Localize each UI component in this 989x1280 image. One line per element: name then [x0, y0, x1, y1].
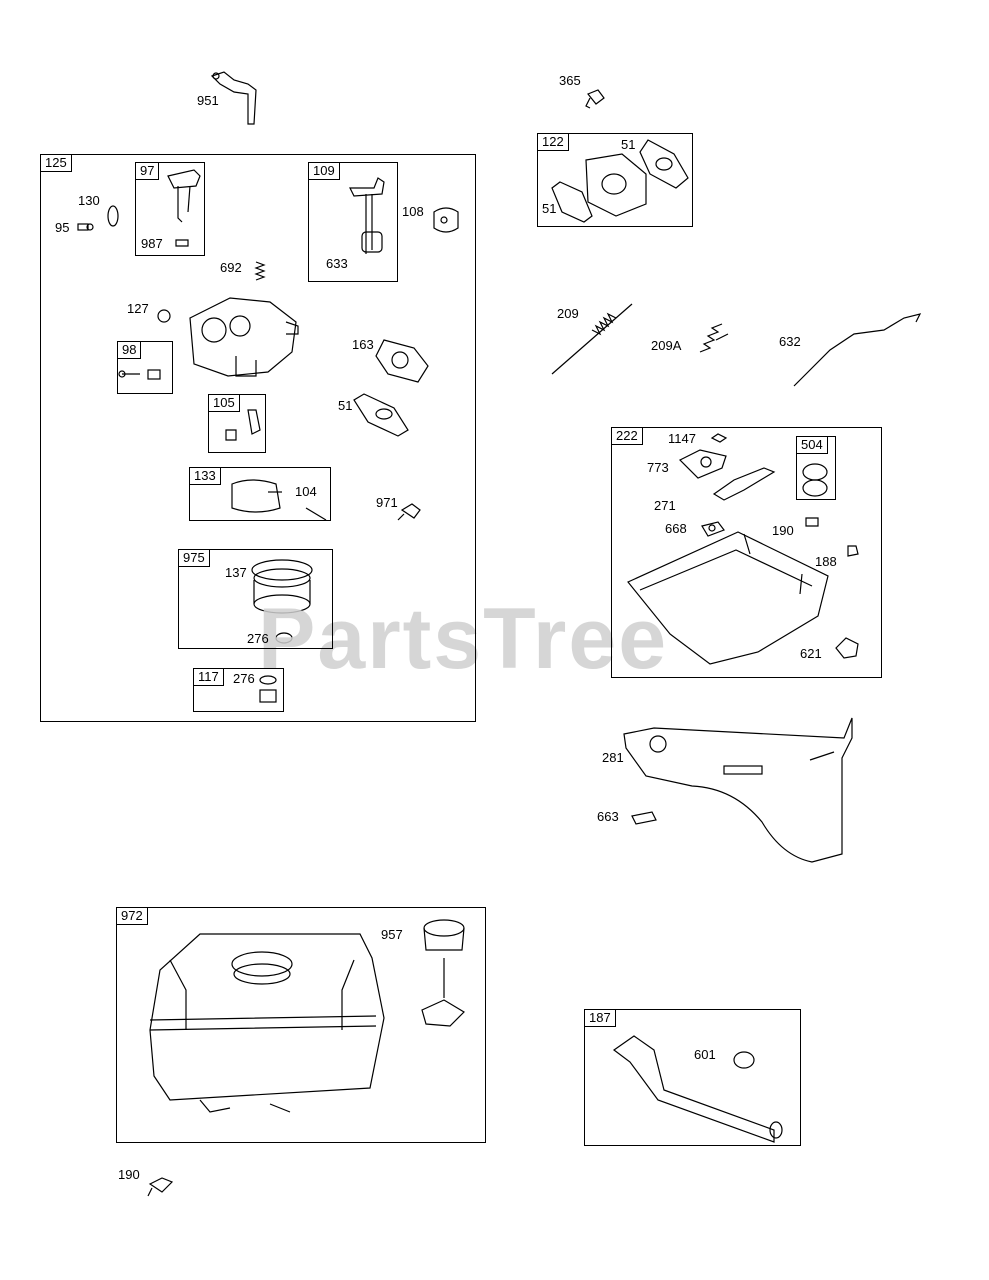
part-187-hose-drawing	[612, 1035, 783, 1143]
group-box-97: 97	[135, 162, 205, 256]
group-box-117: 117	[193, 668, 284, 712]
group-box-222: 222	[611, 427, 882, 678]
group-tag-98: 98	[117, 341, 142, 359]
part-281-shroud-drawing	[623, 717, 853, 863]
part-692-spring-drawing	[254, 261, 266, 281]
part-label-957: 957	[381, 927, 403, 942]
part-label-987: 987	[141, 236, 163, 251]
group-tag-117: 117	[193, 668, 224, 686]
group-tag-975: 975	[178, 549, 210, 567]
part-label-95: 95	[55, 220, 70, 235]
group-tag-972: 972	[116, 907, 148, 925]
part-label-163: 163	[352, 337, 374, 352]
group-box-122: 122	[537, 133, 693, 227]
part-label-108: 108	[402, 204, 424, 219]
part-label-271: 271	[654, 498, 676, 513]
group-tag-133: 133	[189, 467, 221, 485]
part-label-127: 127	[127, 301, 149, 316]
part-label-951: 951	[197, 93, 219, 108]
part-label-663: 663	[597, 809, 619, 824]
group-box-109: 109	[308, 162, 398, 282]
part-163-gasket-drawing	[375, 339, 429, 383]
group-box-125: 125	[40, 154, 476, 722]
part-104-pin-drawing	[305, 507, 327, 521]
part-137-rings-drawing	[251, 559, 313, 644]
group-box-975: 975	[178, 549, 333, 649]
part-label-621: 621	[800, 646, 822, 661]
part-label-668: 668	[665, 521, 687, 536]
part-label-137: 137	[225, 565, 247, 580]
part-98-drawing	[118, 369, 161, 380]
part-951-lever-drawing	[210, 71, 257, 125]
part-label-51-upper: 51	[621, 137, 636, 152]
part-51-gasket-drawing	[353, 393, 409, 437]
group-tag-109: 109	[308, 162, 340, 180]
part-label-633: 633	[326, 256, 348, 271]
group-box-187: 187	[584, 1009, 801, 1146]
group-tag-125: 125	[40, 154, 72, 172]
part-209-spring-drawing	[551, 303, 633, 375]
part-label-692: 692	[220, 260, 242, 275]
part-label-190-tank: 190	[118, 1167, 140, 1182]
part-label-601: 601	[694, 1047, 716, 1062]
part-label-209A: 209A	[651, 338, 682, 353]
part-label-276-ring: 276	[247, 631, 269, 646]
group-tag-222: 222	[611, 427, 643, 445]
part-108-drawing	[433, 207, 459, 233]
group-tag-122: 122	[537, 133, 569, 151]
carburetor-drawing	[189, 297, 299, 377]
group-box-98: 98	[117, 341, 173, 394]
part-971-drawing	[397, 503, 421, 521]
part-label-773: 773	[647, 460, 669, 475]
fuel-tank-drawing	[149, 933, 385, 1113]
part-222-bracket-drawing	[627, 433, 859, 665]
part-95-screw-drawing	[77, 223, 94, 231]
part-109-drawing	[349, 177, 385, 254]
part-632-link-drawing	[793, 313, 922, 387]
group-box-105: 105	[208, 394, 266, 453]
group-tag-105: 105	[208, 394, 240, 412]
part-209A-spring-drawing	[699, 323, 729, 353]
part-365-fitting-drawing	[585, 89, 605, 109]
group-tag-97: 97	[135, 162, 160, 180]
part-label-188: 188	[815, 554, 837, 569]
part-label-365: 365	[559, 73, 581, 88]
part-130-drawing	[107, 205, 119, 227]
part-117-drawing	[259, 675, 277, 703]
part-label-130: 130	[78, 193, 100, 208]
group-box-972: 972	[116, 907, 486, 1143]
group-tag-504: 504	[796, 436, 828, 454]
part-label-1147: 1147	[668, 431, 696, 446]
part-label-209: 209	[557, 306, 579, 321]
part-97-drawing	[167, 169, 201, 247]
part-label-190-bracket: 190	[772, 523, 794, 538]
group-box-133: 133	[189, 467, 331, 521]
part-133-float-drawing	[231, 479, 282, 513]
part-105-drawing	[225, 409, 261, 441]
part-190-bolt-drawing	[147, 1177, 174, 1197]
part-label-276-fitting: 276	[233, 671, 255, 686]
group-tag-187: 187	[584, 1009, 616, 1027]
part-957-cap-drawing	[421, 919, 465, 1027]
part-122-spacer-drawing	[551, 139, 689, 223]
part-label-281: 281	[602, 750, 624, 765]
part-label-632: 632	[779, 334, 801, 349]
part-127-drawing	[157, 309, 171, 323]
part-label-51-carb: 51	[338, 398, 353, 413]
watermark: PartsTree	[258, 591, 669, 687]
part-label-51-lower: 51	[542, 201, 557, 216]
group-box-504: 504	[796, 436, 836, 500]
part-504-drawing	[802, 463, 828, 497]
part-label-104: 104	[295, 484, 317, 499]
part-label-971: 971	[376, 495, 398, 510]
